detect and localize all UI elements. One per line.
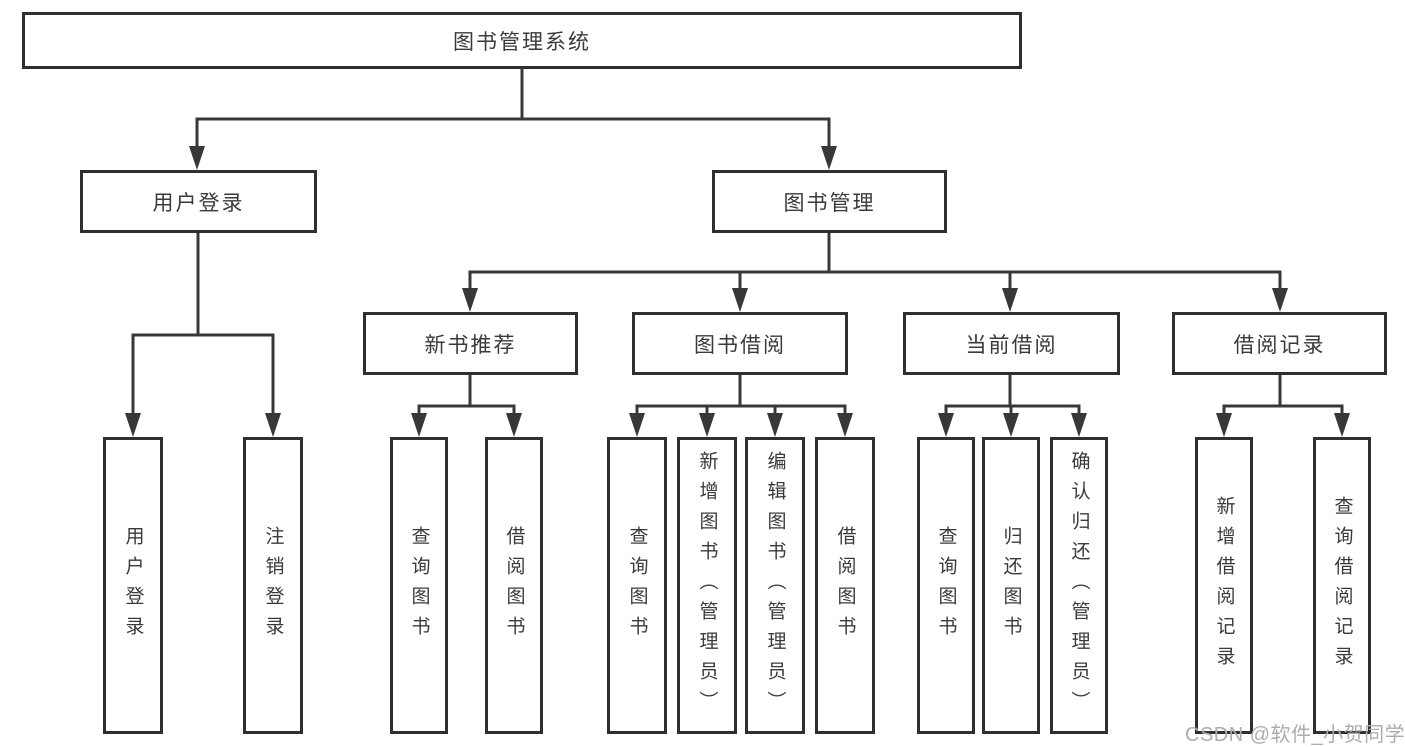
leaf-edit-book-admin-label: 编辑图书（管理员） bbox=[764, 450, 786, 721]
node-root-label: 图书管理系统 bbox=[453, 30, 591, 54]
leaf-borrow-books-recommend: 借阅图书 bbox=[485, 437, 543, 734]
leaf-query-borrow-record: 查询借阅记录 bbox=[1313, 437, 1371, 734]
csdn-watermark: CSDN @软件_小贺同学 bbox=[1185, 724, 1405, 746]
leaf-borrow-books-label: 借阅图书 bbox=[834, 525, 856, 646]
leaf-query-books-recommend-label: 查询图书 bbox=[408, 525, 430, 646]
node-new-book-recommend: 新书推荐 bbox=[363, 312, 578, 375]
node-new-book-recommend-label: 新书推荐 bbox=[424, 333, 517, 357]
leaf-query-books-borrow-label: 查询图书 bbox=[626, 525, 648, 646]
arrow-heads bbox=[125, 146, 1350, 437]
node-borrow-records-label: 借阅记录 bbox=[1233, 333, 1326, 357]
node-borrow-records: 借阅记录 bbox=[1172, 312, 1387, 375]
leaf-user-login: 用户登录 bbox=[103, 437, 163, 734]
leaf-query-books-current: 查询图书 bbox=[917, 437, 975, 734]
leaf-query-books-recommend: 查询图书 bbox=[390, 437, 448, 734]
node-user-login: 用户登录 bbox=[80, 170, 317, 233]
node-book-management-label: 图书管理 bbox=[783, 191, 876, 215]
leaf-user-login-label: 用户登录 bbox=[122, 525, 144, 646]
leaf-logout-label: 注销登录 bbox=[262, 525, 284, 646]
leaf-return-book: 归还图书 bbox=[982, 437, 1040, 734]
leaf-add-borrow-record-label: 新增借阅记录 bbox=[1213, 495, 1235, 676]
node-user-login-label: 用户登录 bbox=[152, 191, 245, 215]
node-root: 图书管理系统 bbox=[22, 12, 1022, 69]
leaf-query-books-borrow: 查询图书 bbox=[607, 437, 667, 734]
leaf-add-book-admin: 新增图书（管理员） bbox=[677, 437, 737, 734]
leaf-edit-book-admin: 编辑图书（管理员） bbox=[745, 437, 805, 734]
leaf-confirm-return-admin: 确认归还（管理员） bbox=[1050, 437, 1108, 734]
node-book-management: 图书管理 bbox=[712, 170, 947, 233]
leaf-logout: 注销登录 bbox=[243, 437, 303, 734]
node-book-borrow: 图书借阅 bbox=[632, 312, 848, 375]
leaf-add-book-admin-label: 新增图书（管理员） bbox=[696, 450, 718, 721]
node-current-borrow: 当前借阅 bbox=[903, 312, 1120, 375]
node-current-borrow-label: 当前借阅 bbox=[965, 333, 1058, 357]
leaf-confirm-return-admin-label: 确认归还（管理员） bbox=[1068, 450, 1090, 721]
tree-edges bbox=[131, 67, 1344, 421]
leaf-add-borrow-record: 新增借阅记录 bbox=[1195, 437, 1253, 734]
node-book-borrow-label: 图书借阅 bbox=[694, 333, 786, 357]
leaf-borrow-books-recommend-label: 借阅图书 bbox=[503, 525, 525, 646]
leaf-borrow-books: 借阅图书 bbox=[815, 437, 875, 734]
leaf-query-borrow-record-label: 查询借阅记录 bbox=[1331, 495, 1353, 676]
leaf-return-book-label: 归还图书 bbox=[1000, 525, 1022, 646]
leaf-query-books-current-label: 查询图书 bbox=[935, 525, 957, 646]
